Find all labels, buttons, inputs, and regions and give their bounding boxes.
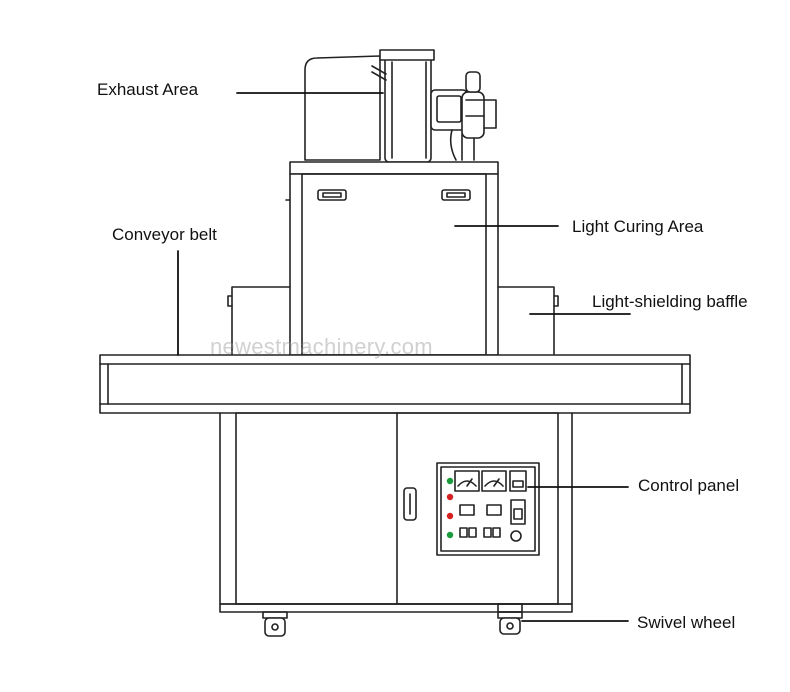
conveyor-belt [99,354,691,414]
exhaust-fan-unit [304,49,497,163]
red-indicator-light [446,512,454,520]
label-light-shielding-baffle: Light-shielding baffle [592,292,748,311]
green-indicator-light [446,477,454,485]
light-shielding-baffles [227,286,559,355]
green-indicator-light [446,531,454,539]
control-panel [436,462,540,556]
label-swivel-wheel: Swivel wheel [637,613,736,632]
label-conveyor-belt: Conveyor belt [112,225,217,244]
watermark-text: newestmachinery.com [210,334,433,359]
cabinet-base [219,412,573,613]
label-exhaust-area: Exhaust Area [97,80,199,99]
light-curing-housing [285,161,499,356]
label-control-panel: Control panel [638,476,740,495]
leader-lines [177,92,631,622]
red-indicator-light [446,493,454,501]
label-light-curing-area: Light Curing Area [572,217,704,236]
swivel-wheels [262,603,523,637]
